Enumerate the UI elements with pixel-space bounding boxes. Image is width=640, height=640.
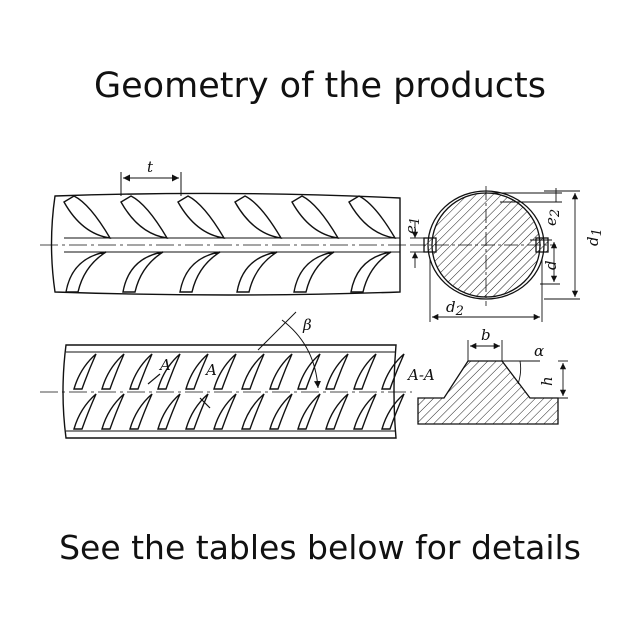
lower-rib (157, 353, 181, 390)
upper-rib (63, 195, 112, 239)
lower-rib (325, 393, 349, 430)
upper-rebar-view (40, 192, 412, 296)
label-t: t (147, 158, 154, 176)
lower-rib (213, 393, 237, 430)
lower-rib (185, 353, 209, 390)
lower-rebar-outline (62, 344, 397, 439)
angle-beta (257, 311, 322, 389)
lower-rib (381, 353, 405, 390)
lower-rib (269, 393, 293, 430)
upper-rib (350, 251, 392, 293)
upper-rib (120, 195, 169, 239)
lower-rib (101, 353, 125, 390)
upper-rib (291, 195, 340, 239)
cross-section-view (412, 186, 556, 306)
upper-rib (177, 195, 226, 239)
page-title: Geometry of the products (94, 66, 546, 106)
lower-rebar-view (40, 344, 412, 439)
label-d1: d1 (584, 228, 605, 246)
upper-rebar-ribs (63, 195, 397, 293)
dimension-t (120, 172, 182, 196)
label-d2: d2 (446, 298, 464, 319)
label-section-a-a: A-A (406, 366, 435, 384)
lower-rib (297, 393, 321, 430)
lower-rib (353, 393, 377, 430)
lower-rebar-ribs (73, 353, 405, 430)
section-markers (147, 373, 211, 409)
lower-rib (353, 353, 377, 390)
lower-rib (129, 353, 153, 390)
label-e1: e1 (402, 217, 423, 234)
rib-profile-section (417, 360, 559, 425)
label-alpha: α (534, 342, 544, 360)
cross-section-dimensions (410, 188, 580, 322)
lower-rib (241, 393, 265, 430)
upper-rib (122, 251, 164, 293)
upper-rib (65, 251, 107, 293)
label-d: d (542, 260, 560, 270)
upper-rib (293, 251, 335, 293)
lower-rib (269, 353, 293, 390)
upper-rib (234, 195, 283, 239)
label-a-top: A (158, 356, 171, 374)
label-e2: e2 (542, 209, 563, 226)
lower-rib (381, 393, 405, 430)
label-h: h (538, 376, 556, 386)
upper-rebar-outline (50, 192, 401, 296)
upper-rib (236, 251, 278, 293)
lower-rib (101, 393, 125, 430)
lower-rib (297, 353, 321, 390)
lower-rib (73, 393, 97, 430)
lower-rib (185, 393, 209, 430)
lower-rib (213, 353, 237, 390)
label-a-mid: A (204, 361, 217, 379)
lower-rib (129, 393, 153, 430)
upper-rib (179, 251, 221, 293)
rib-profile-dimensions (467, 340, 568, 399)
upper-rib (348, 195, 397, 239)
label-beta: β (302, 316, 312, 334)
lower-rib (241, 353, 265, 390)
label-b: b (481, 326, 491, 344)
lower-rib (73, 353, 97, 390)
lower-rib (325, 353, 349, 390)
rib-profile-shape (417, 360, 559, 425)
lower-rib (157, 393, 181, 430)
page-footer: See the tables below for details (59, 528, 581, 567)
